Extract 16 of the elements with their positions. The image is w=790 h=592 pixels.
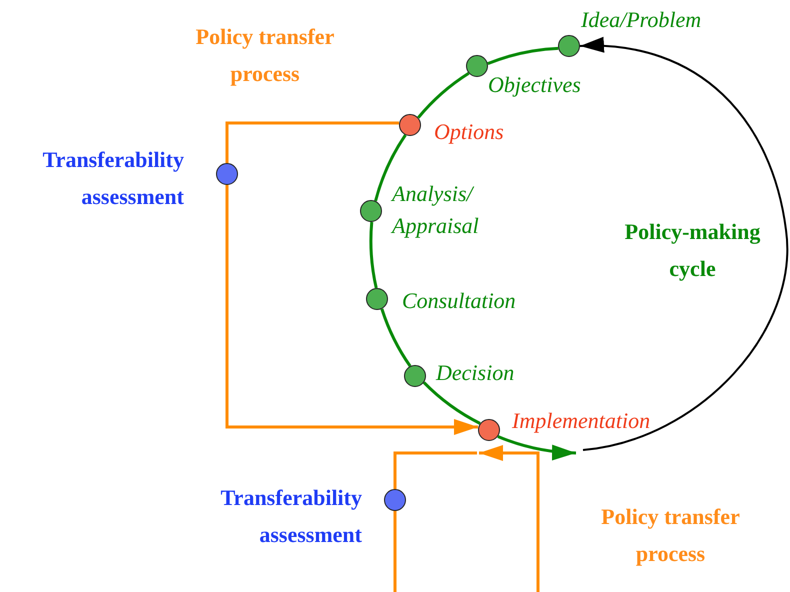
curved-arrow (580, 38, 788, 451)
stage-label: Objectives (488, 71, 581, 99)
heading-label: Transferability assessment (220, 484, 362, 549)
arrow (479, 445, 540, 592)
stage-label: Decision (436, 359, 514, 387)
heading-label: Transferability assessment (42, 146, 184, 211)
arrow (497, 435, 576, 460)
heading-label: Policy-making cycle (624, 218, 762, 283)
heading-label: Policy transfer process (195, 23, 335, 88)
stage-label: Options (434, 118, 504, 146)
stage-label: Consultation (402, 287, 516, 315)
stage-label: Idea/Problem (581, 6, 702, 34)
arrow (226, 185, 478, 435)
stage-label: Implementation (512, 407, 650, 435)
stage-label: Analysis/ Appraisal (392, 180, 480, 240)
heading-label: Policy transfer process (600, 503, 741, 568)
